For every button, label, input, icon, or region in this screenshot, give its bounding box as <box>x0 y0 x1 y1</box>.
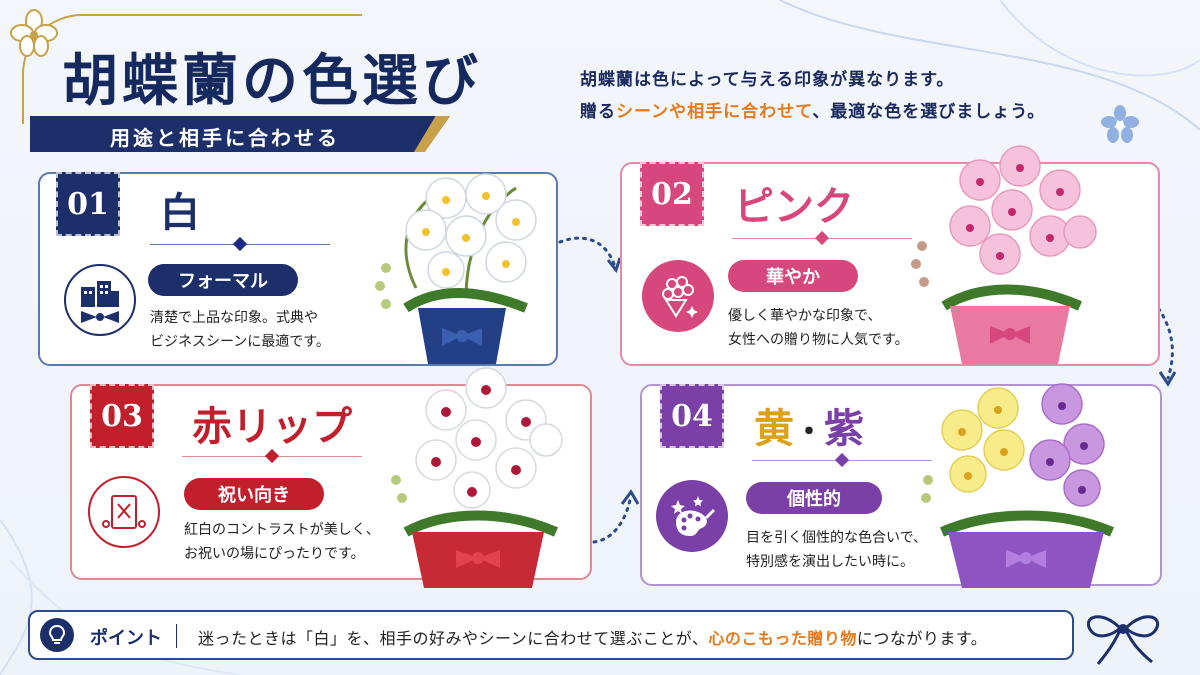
card-red-lip: 03 赤リップ 祝い向き 紅白のコントラストが美しく、 お祝いの場にぴったりです… <box>70 384 592 580</box>
point-footer: ポイント 迷ったときは「白」を、相手の好みやシーンに合わせて選ぶことが、心のこも… <box>28 610 1074 660</box>
card-description: 清楚で上品な印象。式典や ビジネスシーンに最適です。 <box>150 310 330 350</box>
heading-yellow: 黄 <box>754 406 794 452</box>
white-orchid-illustration <box>375 173 537 364</box>
card-number-badge: 02 <box>640 162 704 226</box>
page-title: 胡蝶蘭の色選び <box>62 49 482 114</box>
palette-icon <box>656 480 728 552</box>
card-description: 優しく華やかな印象で、 女性への贈り物に人気です。 <box>728 308 909 348</box>
heading-divider <box>732 230 912 246</box>
footer-text: 迷ったときは「白」を、相手の好みやシーンに合わせて選ぶことが、心のこもった贈り物… <box>198 629 988 648</box>
intro-line-2: 贈るシーンや相手に合わせて、最適な色を選びましょう。 <box>580 102 1046 122</box>
card-description: 紅白のコントラストが美しく、 お祝いの場にぴったりです。 <box>184 522 380 562</box>
decorative-flower-icon <box>1101 105 1139 143</box>
heading-divider <box>150 236 330 252</box>
card-heading: 黄・紫 <box>754 396 864 454</box>
card-tag: 個性的 <box>746 482 882 514</box>
card-heading: 赤リップ <box>192 404 352 450</box>
page-subtitle: 用途と相手に合わせる <box>110 126 340 150</box>
heading-dot: ・ <box>794 415 824 450</box>
bouquet-icon <box>642 260 714 332</box>
card-heading: ピンク <box>734 184 854 230</box>
connector-arrow-1-2 <box>558 236 622 274</box>
card-heading: 白 <box>160 190 200 236</box>
card-number-badge: 04 <box>660 384 724 448</box>
title-frame <box>22 14 362 124</box>
intro-line-1: 胡蝶蘭は色によって与える印象が異なります。 <box>580 70 955 90</box>
heading-purple: 紫 <box>824 406 864 452</box>
card-number-badge: 03 <box>90 384 154 448</box>
heading-divider <box>182 448 362 464</box>
card-tag: 祝い向き <box>184 478 324 510</box>
orchid-logo-icon <box>10 9 58 57</box>
card-number-badge: 01 <box>56 172 120 236</box>
yellow-purple-orchid-illustration <box>921 383 1115 588</box>
heading-divider <box>752 452 932 468</box>
ribbon-bow-icon <box>1086 615 1160 665</box>
subtitle-band: 用途と相手に合わせる <box>30 116 450 152</box>
intro-text: 胡蝶蘭は色によって与える印象が異なります。 贈るシーンや相手に合わせて、最適な色… <box>580 64 1045 128</box>
footer-label: ポイント <box>90 628 162 649</box>
card-tag: 華やか <box>728 260 858 292</box>
building-ribbon-icon <box>64 264 136 336</box>
celebration-icon <box>88 476 160 548</box>
red-lip-orchid-illustration <box>391 367 563 588</box>
card-tag: フォーマル <box>148 264 298 296</box>
footer-separator <box>176 624 177 648</box>
connector-arrow-3-4 <box>592 489 640 544</box>
lightbulb-icon <box>40 618 74 652</box>
card-description: 目を引く個性的な色合いで、 特別感を演出したい時に。 <box>746 530 928 570</box>
pink-orchid-illustration <box>911 145 1097 364</box>
